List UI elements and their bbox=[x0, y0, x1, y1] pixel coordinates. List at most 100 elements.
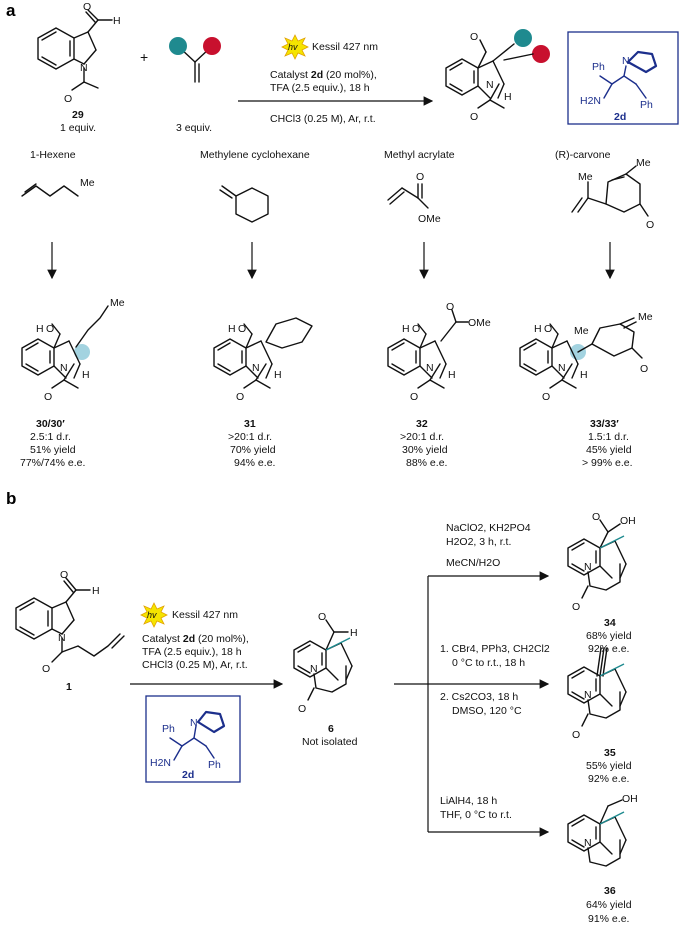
p33-h1: H bbox=[534, 323, 542, 335]
p31-h2: H bbox=[274, 369, 282, 381]
p35-n: N bbox=[584, 689, 592, 701]
product-33 bbox=[519, 317, 643, 389]
route1-line2: H2O2, 3 h, r.t. bbox=[446, 536, 511, 548]
product-a-generic bbox=[445, 29, 550, 109]
product-yield: 51% yield bbox=[30, 444, 76, 456]
p31-o2: O bbox=[236, 391, 244, 403]
product-a-n: N bbox=[486, 79, 494, 91]
product-ee: 94% e.e. bbox=[234, 457, 275, 469]
product-a-acyl-o: O bbox=[470, 111, 478, 123]
acetyl-oxygen: O bbox=[64, 93, 72, 105]
condition-b-2: TFA (2.5 equiv.), 18 h bbox=[142, 646, 242, 658]
i6-n: N bbox=[310, 663, 318, 675]
route2-line4: DMSO, 120 °C bbox=[452, 705, 522, 717]
product-31-data: 31 >20:1 d.r. 70% yield 94% e.e. bbox=[228, 418, 276, 469]
product-ee: 92% e.e. bbox=[588, 773, 629, 785]
substrate-name-3: Methyl acrylate bbox=[384, 149, 455, 161]
product-36 bbox=[567, 799, 627, 867]
p33-o1: O bbox=[544, 323, 552, 335]
p32-ome: OMe bbox=[468, 317, 491, 329]
product-30 bbox=[21, 305, 109, 389]
methyl-acrylate-structure bbox=[387, 183, 429, 209]
product-34-data: 34 68% yield 92% e.e. bbox=[586, 617, 632, 655]
product-id: 31 bbox=[244, 418, 256, 430]
product-31 bbox=[213, 317, 313, 389]
product-dr: >20:1 d.r. bbox=[400, 431, 444, 443]
catalyst-label-b: 2d bbox=[182, 769, 194, 781]
condition-b-1: Catalyst 2d (20 mol%), bbox=[142, 633, 249, 645]
c1-aldehyde-h: H bbox=[92, 585, 100, 597]
catalyst-2d-b bbox=[169, 710, 226, 761]
product-dr: 2.5:1 d.r. bbox=[30, 431, 71, 443]
p31-n: N bbox=[252, 362, 260, 374]
product-id: 34 bbox=[604, 617, 616, 629]
condition-a-2: TFA (2.5 equiv.), 18 h bbox=[270, 82, 370, 94]
compound-29-label: 29 bbox=[72, 109, 84, 121]
lamp-b: Kessil 427 nm bbox=[172, 609, 238, 621]
route1-line1: NaClO2, KH2PO4 bbox=[446, 522, 531, 534]
product-id: 36 bbox=[604, 885, 616, 897]
carvone-o: O bbox=[646, 219, 654, 231]
indole-nitrogen: N bbox=[80, 62, 88, 74]
acrylate-ome: OMe bbox=[418, 213, 441, 225]
product-id: 35 bbox=[604, 747, 616, 759]
catalyst-label-a: 2d bbox=[614, 111, 626, 123]
compound-1-label: 1 bbox=[66, 681, 72, 693]
hexene-structure bbox=[21, 183, 79, 197]
p30-me: Me bbox=[110, 297, 125, 309]
cat-nh2-b: H2N bbox=[150, 757, 171, 769]
cat-ph-1-a: Ph bbox=[592, 61, 605, 73]
p32-h1: H bbox=[402, 323, 410, 335]
p30-ho-h: H bbox=[36, 323, 44, 335]
product-34 bbox=[567, 519, 627, 599]
substrate-name-2: Methylene cyclohexane bbox=[200, 149, 310, 161]
hexene-me: Me bbox=[80, 177, 95, 189]
catalyst-box-b bbox=[145, 695, 241, 783]
alkene-equiv: 3 equiv. bbox=[176, 122, 212, 134]
hv-symbol-a: hv bbox=[288, 42, 298, 52]
c1-aldehyde-o: O bbox=[60, 569, 68, 581]
product-yield: 68% yield bbox=[586, 630, 632, 642]
p34-o2: O bbox=[572, 601, 580, 613]
generic-alkene bbox=[169, 37, 221, 83]
p30-h: H bbox=[82, 369, 90, 381]
p31-o1: O bbox=[238, 323, 246, 335]
product-id: 30/30′ bbox=[36, 418, 65, 430]
p30-o1: O bbox=[46, 323, 54, 335]
product-ee: > 99% e.e. bbox=[582, 457, 633, 469]
intermediate-note: Not isolated bbox=[302, 736, 358, 748]
methylenecyclohexane-structure bbox=[219, 185, 269, 223]
p32-o-ester: O bbox=[446, 301, 454, 313]
product-a-aldehyde-o: O bbox=[470, 31, 478, 43]
product-yield: 70% yield bbox=[230, 444, 276, 456]
p33-n: N bbox=[558, 362, 566, 374]
product-dr: >20:1 d.r. bbox=[228, 431, 272, 443]
intermediate-label: 6 bbox=[328, 723, 334, 735]
c1-acyl-o: O bbox=[42, 663, 50, 675]
product-35-data: 35 55% yield 92% e.e. bbox=[586, 747, 632, 785]
substrate-name-4: (R)-carvone bbox=[555, 149, 611, 161]
cat-n-b: N bbox=[190, 717, 198, 729]
route3-line1: LiAlH4, 18 h bbox=[440, 795, 497, 807]
aldehyde-hydrogen: H bbox=[113, 15, 121, 27]
product-yield: 55% yield bbox=[586, 760, 632, 772]
p36-oh: OH bbox=[622, 793, 638, 805]
carvone-me-1: Me bbox=[636, 157, 651, 169]
aldehyde-oxygen: O bbox=[83, 1, 91, 13]
product-yield: 64% yield bbox=[586, 899, 632, 911]
cat-nh2-a: H2N bbox=[580, 95, 601, 107]
cat-n-a: N bbox=[622, 55, 630, 67]
product-ee: 77%/74% e.e. bbox=[20, 457, 85, 469]
product-a-h: H bbox=[504, 91, 512, 103]
compound-1-structure bbox=[15, 577, 125, 663]
carvone-structure bbox=[571, 165, 649, 217]
i6-o2: O bbox=[298, 703, 306, 715]
catalyst-2d-a bbox=[599, 50, 658, 99]
hv-symbol-b: hv bbox=[147, 610, 157, 620]
substrate-name-1: 1-Hexene bbox=[30, 149, 76, 161]
panel-b-letter: b bbox=[6, 489, 16, 508]
product-dr: 1.5:1 d.r. bbox=[588, 431, 629, 443]
intermediate-6 bbox=[293, 619, 353, 701]
route2-line3: 2. Cs2CO3, 18 h bbox=[440, 691, 518, 703]
